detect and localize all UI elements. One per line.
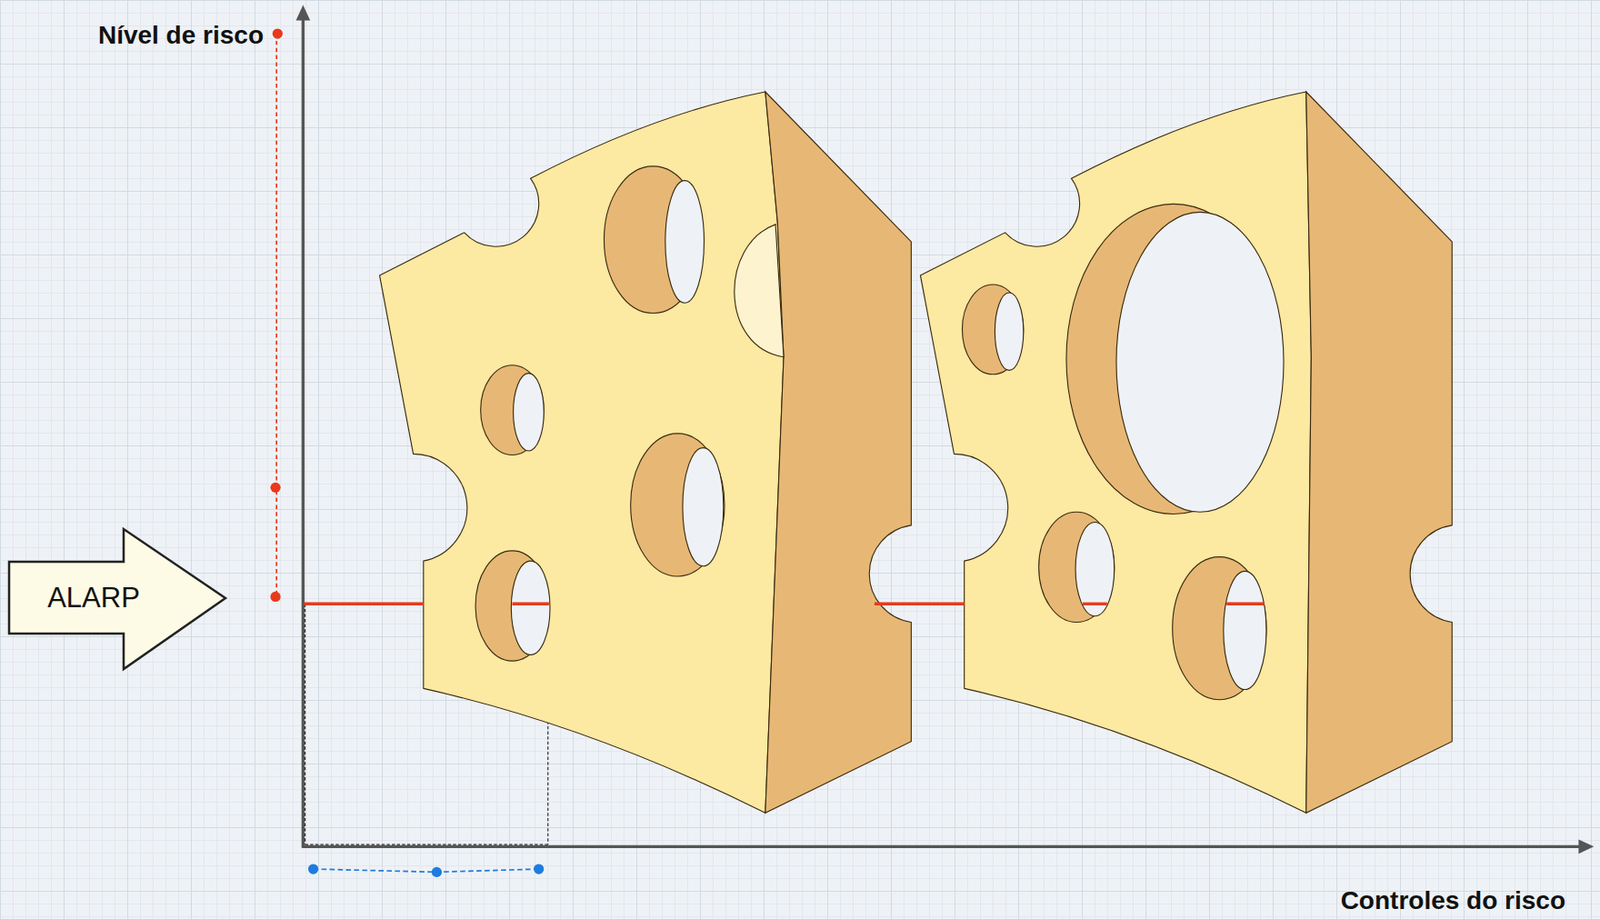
- node-label: ALARP: [47, 582, 140, 614]
- cheese-hole-through: [1075, 522, 1115, 617]
- control-dot: [308, 863, 319, 874]
- cheese-slice: [380, 91, 912, 813]
- cheese-hole-through: [1223, 570, 1267, 690]
- alarp-line-segment: [511, 602, 549, 606]
- alarp-line-segment: [303, 602, 423, 606]
- risk-dot: [270, 591, 280, 602]
- risk-scale: [270, 28, 282, 602]
- cheese-slice: [920, 91, 1452, 813]
- risk-dot: [270, 482, 280, 493]
- x-axis: [301, 845, 1584, 849]
- arrow-shape: ALARP: [8, 528, 227, 670]
- cheese-hole-through: [1116, 211, 1284, 512]
- control-dot: [533, 863, 544, 874]
- alarp-line-segment: [1226, 602, 1265, 606]
- alarp-line-segment: [1082, 602, 1108, 606]
- axis-arrowhead: [296, 5, 311, 21]
- cheese-front: [380, 91, 784, 813]
- cheese-hole-through: [513, 373, 545, 451]
- alarp-line: [303, 602, 1264, 606]
- guide-line: [304, 603, 306, 845]
- cheese-hole: [1039, 511, 1115, 622]
- guide-line: [305, 844, 549, 846]
- cheese-hole: [1172, 557, 1267, 700]
- risk-dashed-line: [275, 33, 278, 597]
- cheese-hole-through: [665, 180, 705, 304]
- cheese-hole: [961, 284, 1023, 375]
- cheese-bite: [734, 224, 784, 358]
- arrow-outline-path: [9, 529, 226, 670]
- cheese-side: [1306, 91, 1453, 813]
- cheese-side: [765, 91, 912, 813]
- risk-dot: [272, 28, 283, 39]
- y-axis: [301, 14, 305, 849]
- cheese-front: [920, 91, 1311, 813]
- control-scale: [308, 863, 544, 878]
- cheese-hole: [480, 365, 545, 456]
- cheese-hole-through: [682, 448, 724, 567]
- cheese-hole-through: [510, 560, 550, 655]
- axis-title: Nível de risco: [98, 21, 264, 50]
- axes: [296, 5, 1595, 855]
- cheese-hole: [630, 433, 725, 577]
- axis-arrowhead: [1578, 839, 1594, 854]
- cheese-hole-through: [994, 292, 1023, 370]
- control-dashed-line: [313, 869, 540, 872]
- control-dot: [431, 867, 442, 878]
- alarp-line-segment: [874, 602, 965, 606]
- axis-title: Controles do risco: [1340, 887, 1566, 916]
